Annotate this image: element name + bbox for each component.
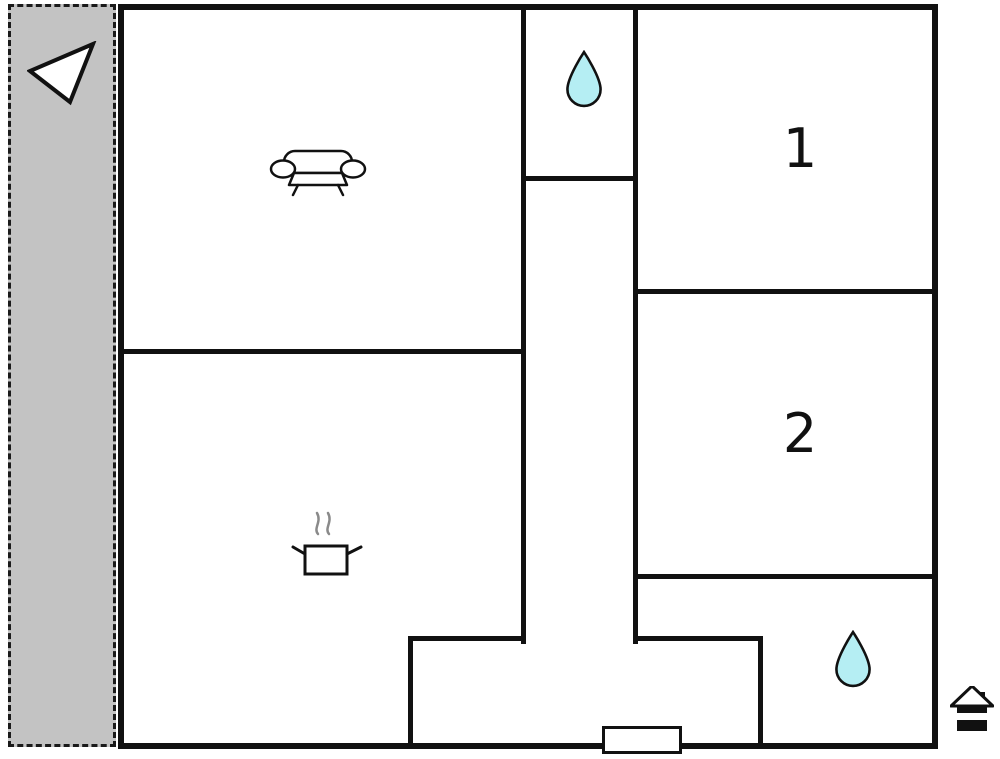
wall-rooms-divider	[633, 289, 938, 294]
wall-bathroom-top-bottom	[521, 176, 638, 181]
wall-corridor-right	[633, 4, 638, 644]
water-drop-icon	[566, 50, 602, 108]
wall-hall-step-top	[633, 636, 763, 641]
house-icon	[950, 686, 994, 731]
wall-entry-notch-left	[408, 636, 413, 749]
water-drop-shape	[835, 630, 871, 688]
cooking-pot-icon	[291, 511, 363, 576]
sofa-icon	[269, 149, 367, 197]
wall-entry-notch-top	[408, 636, 526, 641]
building-outline	[118, 4, 938, 749]
room2-label: 2	[782, 402, 818, 465]
wall-corridor-left	[521, 4, 526, 644]
wall-room2-bottom	[633, 574, 938, 579]
wall-living-kitchen	[118, 349, 526, 354]
entrance-door	[602, 726, 682, 754]
room1-label: 1	[782, 117, 818, 180]
wall-bathroom-bottom-left	[758, 636, 763, 749]
water-drop-shape	[566, 50, 602, 108]
terrace-area	[8, 4, 116, 747]
north-arrow-icon	[27, 41, 97, 106]
water-drop-icon	[835, 630, 871, 688]
hallway	[526, 181, 633, 743]
